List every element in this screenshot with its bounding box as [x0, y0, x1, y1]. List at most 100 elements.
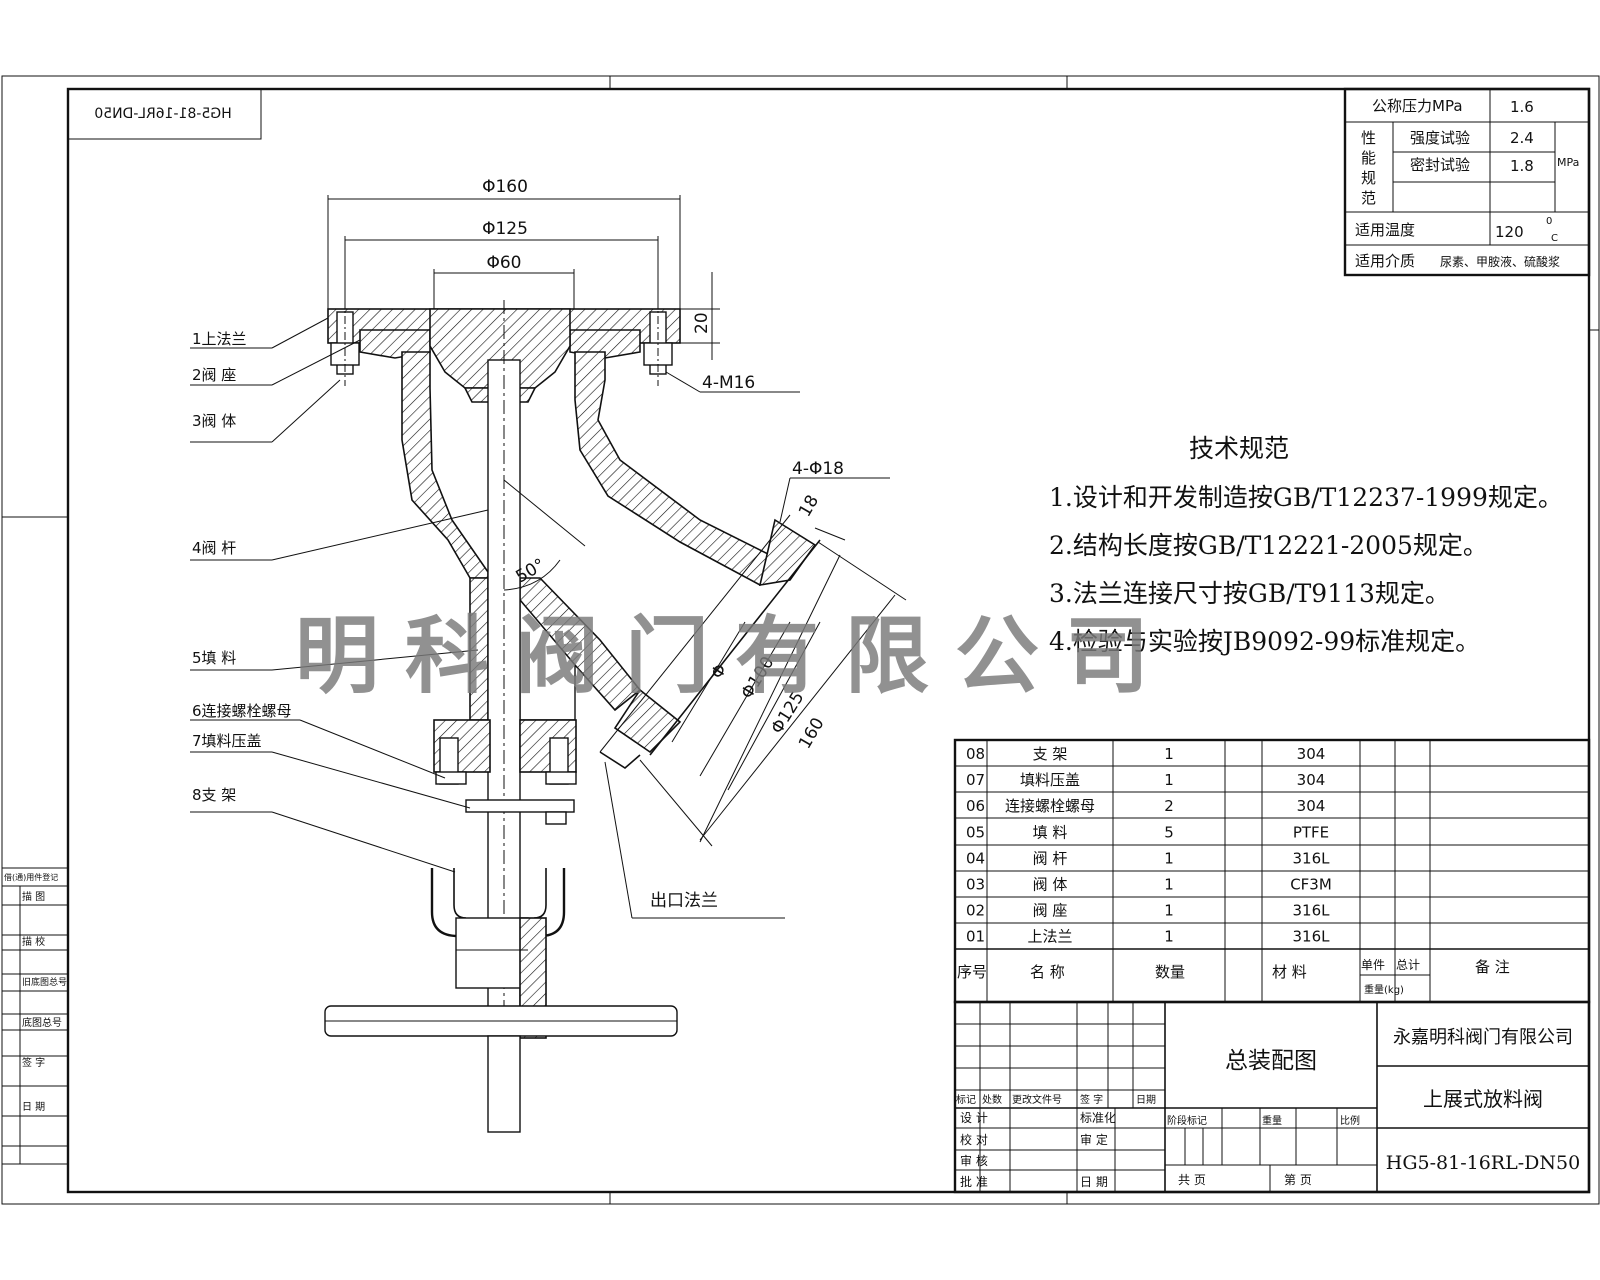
perf-group-char-1: 性	[1361, 129, 1376, 147]
bom-cell-name: 填 料	[1033, 823, 1068, 841]
temperature-label: 适用温度	[1355, 221, 1415, 239]
dim-d160: Φ160	[482, 177, 528, 197]
bom-cell-no: 05	[966, 823, 985, 841]
strip-label-check: 描 校	[22, 935, 45, 948]
callout-bracket: 8支 架	[192, 786, 236, 804]
callout-seat: 2阀 座	[192, 366, 236, 384]
bom-header-remark: 备 注	[1475, 958, 1510, 976]
nominal-pressure-value: 1.6	[1510, 98, 1534, 116]
left-revision-strip: 借(通)用件登记 描 图 描 校 旧底图总号 底图总号 签 字 日 期	[1, 867, 69, 1165]
role-approve-final: 审 定	[1080, 1132, 1108, 1147]
stage-weight-label: 重量	[1262, 1114, 1282, 1127]
role-check: 校 对	[960, 1132, 988, 1147]
bom-cell-qty: 1	[1164, 745, 1174, 763]
temperature-unit-bottom: C	[1551, 233, 1558, 244]
bom-cell-no: 06	[966, 797, 985, 815]
bom-cell-no: 01	[966, 928, 985, 946]
bom-cell-material: 316L	[1293, 928, 1331, 946]
title-block: 标记 处数 更改文件号 签 字 日期 设 计 校 对 审 核 批 准 标准化 审…	[953, 1000, 1591, 1194]
bom-cell-material: 316L	[1293, 849, 1331, 867]
callout-upper-flange: 1上法兰	[192, 330, 247, 348]
bom-header-name: 名 称	[1030, 963, 1065, 981]
tech-spec-item-4: 4.检验与实验按JB9092-99标准规定。	[1049, 627, 1480, 656]
strip-label-base: 底图总号	[22, 1016, 62, 1029]
bom-header-weight: 重量(kg)	[1364, 983, 1404, 996]
bill-of-materials	[953, 738, 1591, 1004]
bom-cell-name: 阀 体	[1033, 876, 1068, 894]
bom-header-no: 序号	[957, 963, 987, 981]
bom-cell-material: 304	[1297, 797, 1326, 815]
role-approve: 批 准	[960, 1174, 988, 1189]
bom-cell-qty: 1	[1164, 876, 1174, 894]
role-date: 日 期	[1080, 1175, 1108, 1189]
bom-cell-qty: 1	[1164, 928, 1174, 946]
role-standardize: 标准化	[1080, 1111, 1116, 1125]
callout-stem: 4阀 杆	[192, 539, 236, 557]
bom-cell-name: 连接螺栓螺母	[1005, 797, 1095, 815]
bom-header-unit-weight: 单件	[1361, 958, 1385, 972]
seat-right	[569, 329, 641, 359]
strip-label-sign: 签 字	[22, 1056, 45, 1069]
strength-test-label: 强度试验	[1410, 129, 1470, 147]
drawing-number: HG5-81-16RL-DN50	[1386, 1152, 1580, 1174]
strip-label-borrow: 借(通)用件登记	[4, 872, 58, 882]
bom-cell-no: 08	[966, 745, 985, 763]
bom-cell-no: 03	[966, 876, 985, 894]
strip-label-trace: 描 图	[22, 890, 45, 903]
strength-test-value: 2.4	[1510, 129, 1534, 147]
callout-bolt-nut: 6连接螺栓螺母	[192, 702, 292, 720]
bom-cell-material: CF3M	[1290, 876, 1332, 894]
bom-cell-qty: 1	[1164, 902, 1174, 920]
bom-header-total-weight: 总计	[1396, 958, 1420, 972]
dim-d125: Φ125	[482, 219, 528, 239]
bom-cell-material: PTFE	[1293, 823, 1329, 841]
temperature-value: 120	[1495, 223, 1524, 241]
bom-cell-no: 02	[966, 902, 985, 920]
dim-h20: 20	[692, 312, 712, 334]
bom-cell-material: 304	[1297, 771, 1326, 789]
bom-cell-name: 支 架	[1033, 745, 1068, 763]
tech-spec-item-3: 3.法兰连接尺寸按GB/T9113规定。	[1049, 579, 1450, 608]
role-design: 设 计	[960, 1111, 988, 1125]
bom-header-qty: 数量	[1155, 963, 1185, 981]
bom-header-material: 材 料	[1272, 963, 1307, 981]
perf-group-char-4: 范	[1361, 189, 1376, 207]
tech-spec-item-1: 1.设计和开发制造按GB/T12237-1999规定。	[1049, 483, 1563, 512]
strip-label-old-base: 旧底图总号	[22, 976, 67, 988]
bom-header: 序号 名 称 数量 材 料 单件 总计 重量(kg) 备 注	[957, 958, 1510, 996]
sheet-frame	[1, 75, 1600, 1205]
stage-mark-label: 阶段标记	[1167, 1114, 1207, 1127]
bom-cell-no: 04	[966, 849, 985, 867]
dim-bolts: 4-M16	[702, 373, 755, 393]
rev-header-doc: 更改文件号	[1012, 1093, 1062, 1106]
part-callouts: 1上法兰 2阀 座 3阀 体 4阀 杆 5填 料 6连接螺栓螺母 7填料压盖 8…	[190, 317, 785, 919]
sheets-total: 共 页	[1178, 1173, 1206, 1187]
nominal-pressure-label: 公称压力MPa	[1372, 97, 1463, 115]
outlet-flange-upper	[758, 518, 817, 586]
callout-body: 3阀 体	[192, 412, 236, 430]
rev-header-mark: 标记	[956, 1094, 976, 1106]
callout-packing: 5填 料	[192, 649, 236, 667]
svg-text:HG5-81-16RL-DN50: HG5-81-16RL-DN50	[94, 106, 231, 122]
bom-cell-qty: 2	[1164, 797, 1174, 815]
valve-section-view	[324, 300, 821, 1133]
bom-cell-qty: 5	[1164, 823, 1174, 841]
medium-value: 尿素、甲胺液、硫酸浆	[1440, 254, 1560, 269]
bom-cell-name: 上法兰	[1027, 928, 1072, 946]
dim-holes: 4-Φ18	[792, 459, 844, 479]
bom-cell-no: 07	[966, 771, 985, 789]
rev-header-date: 日期	[1136, 1094, 1156, 1106]
bom-cell-name: 阀 杆	[1033, 849, 1068, 867]
company-name: 永嘉明科阀门有限公司	[1393, 1027, 1573, 1048]
company-watermark: 明科阀门有限公司	[295, 607, 1175, 705]
callout-gland: 7填料压盖	[192, 732, 262, 750]
sheets-current: 第 页	[1284, 1173, 1312, 1187]
drawing-title: 总装配图	[1225, 1048, 1317, 1074]
bom-cell-material: 316L	[1293, 902, 1331, 920]
callout-outlet-flange: 出口法兰	[650, 891, 718, 911]
dimension-lines: Φ160 Φ125 Φ60 20 4-M16 4-Φ18 18 50°	[327, 177, 907, 847]
unit-mpa: MPa	[1557, 156, 1579, 169]
dim-flange-thickness: 18	[795, 492, 823, 521]
